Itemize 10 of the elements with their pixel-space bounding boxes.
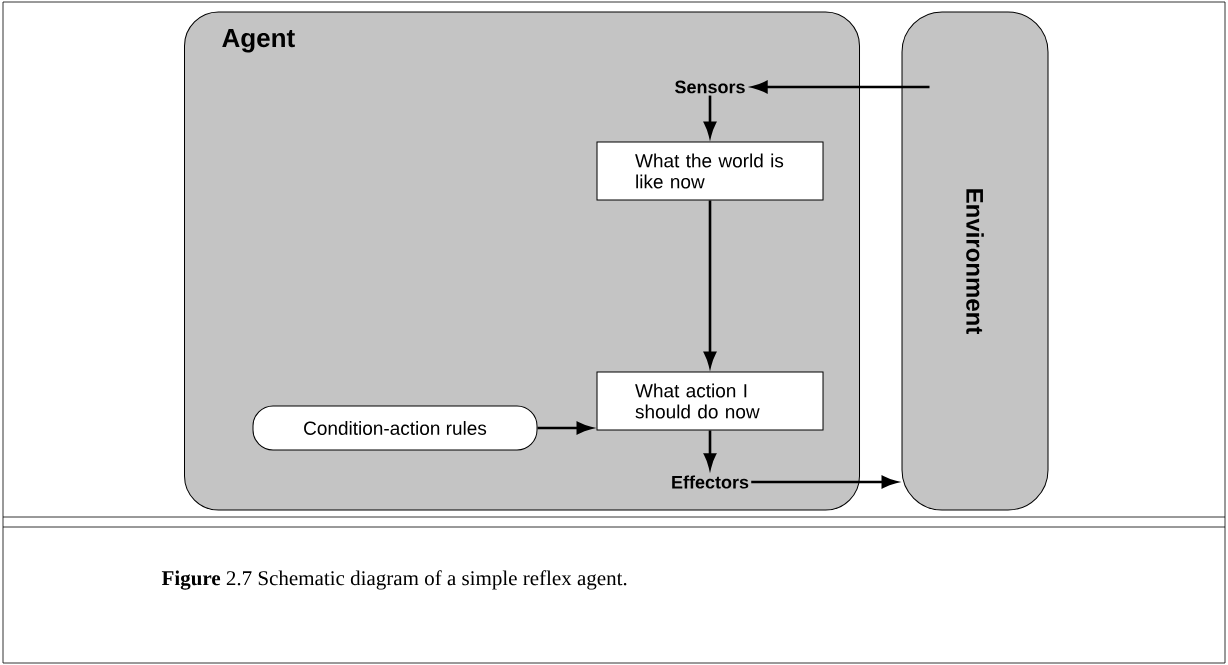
arrow xyxy=(703,200,717,368)
process-box: What action I should do now xyxy=(596,371,824,431)
arrow xyxy=(537,421,593,435)
environment-band: Environment xyxy=(901,11,1049,511)
figure-caption: Figure 2.7 Schematic diagram of a simple reflex agent. xyxy=(161,570,627,590)
rules-pill: Condition-action rules xyxy=(252,405,538,451)
component-label: Effectors xyxy=(672,475,749,489)
arrow xyxy=(703,95,717,138)
component-label: Sensors xyxy=(675,80,745,94)
process-box: What the world is like now xyxy=(596,141,824,201)
